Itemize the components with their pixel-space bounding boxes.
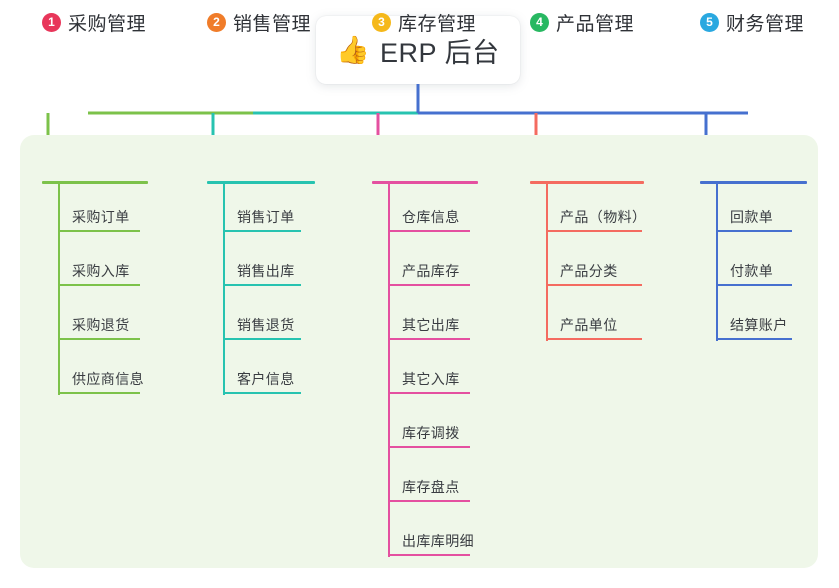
root-node-card[interactable]: 👍 ERP 后台: [316, 16, 520, 84]
branch-item-label: 回款单: [730, 209, 774, 225]
branch-item-label: 其它入库: [402, 371, 460, 387]
branch-item-label: 付款单: [730, 263, 774, 279]
branch-item-underline: [223, 392, 301, 394]
branch-item-underline: [716, 338, 792, 340]
branch-item-label: 仓库信息: [402, 209, 460, 225]
branch-item-underline: [58, 284, 140, 286]
branch-item-label: 采购退货: [72, 317, 130, 333]
branch-spine-2: [223, 183, 225, 395]
branch-underline-2: [207, 181, 315, 184]
branch-item-underline: [388, 284, 470, 286]
branch-item-underline: [58, 230, 140, 232]
branch-item-underline: [58, 338, 140, 340]
branch-item-label: 供应商信息: [72, 371, 144, 387]
branch-item-label: 库存盘点: [402, 479, 460, 495]
branch-item-underline: [388, 500, 470, 502]
branch-underline-1: [42, 181, 148, 184]
branch-header-2[interactable]: 2 销售管理: [207, 9, 311, 36]
branch-title-5: 财务管理: [726, 14, 805, 35]
branch-item-underline: [546, 284, 642, 286]
branch-badge-1: 1: [42, 13, 61, 32]
branch-item-label: 采购订单: [72, 209, 130, 225]
branch-header-5[interactable]: 5 财务管理: [700, 9, 804, 36]
branch-title-1: 采购管理: [68, 14, 147, 35]
branch-header-4[interactable]: 4 产品管理: [530, 9, 634, 36]
branch-item-label: 库存调拨: [402, 425, 460, 441]
branch-underline-5: [700, 181, 807, 184]
branch-badge-4: 4: [530, 13, 549, 32]
branch-header-3[interactable]: 3 库存管理: [372, 9, 476, 36]
branch-spine-4: [546, 183, 548, 341]
branch-item-label: 出库库明细: [402, 533, 474, 549]
branch-item-underline: [223, 284, 301, 286]
branch-badge-2: 2: [207, 13, 226, 32]
branch-item-label: 其它出库: [402, 317, 460, 333]
branch-item-underline: [546, 338, 642, 340]
branch-item-label: 销售出库: [237, 263, 295, 279]
branch-item-label: 产品（物料）: [560, 209, 647, 225]
branch-item-underline: [388, 230, 470, 232]
branch-item-underline: [388, 392, 470, 394]
branch-item-label: 产品分类: [560, 263, 618, 279]
branch-spine-1: [58, 183, 60, 395]
branch-item-underline: [388, 338, 470, 340]
branch-item-underline: [388, 554, 470, 556]
branch-underline-4: [530, 181, 644, 184]
branch-badge-3: 3: [372, 13, 391, 32]
branch-title-2: 销售管理: [233, 14, 312, 35]
branches-panel: [20, 135, 818, 568]
branch-item-label: 产品库存: [402, 263, 460, 279]
branch-spine-3: [388, 183, 390, 557]
branch-title-3: 库存管理: [398, 14, 477, 35]
branch-item-label: 产品单位: [560, 317, 618, 333]
branch-item-underline: [58, 392, 140, 394]
branch-item-underline: [388, 446, 470, 448]
root-node-title: ERP 后台: [380, 37, 500, 68]
branch-item-underline: [716, 284, 792, 286]
branch-header-1[interactable]: 1 采购管理: [42, 9, 146, 36]
branch-item-label: 销售退货: [237, 317, 295, 333]
branch-item-underline: [716, 230, 792, 232]
branch-badge-5: 5: [700, 13, 719, 32]
thumbs-up-icon: 👍: [336, 34, 371, 65]
branch-item-label: 采购入库: [72, 263, 130, 279]
branch-item-label: 销售订单: [237, 209, 295, 225]
branch-item-underline: [546, 230, 642, 232]
branch-underline-3: [372, 181, 478, 184]
branch-title-4: 产品管理: [556, 14, 635, 35]
branch-item-label: 结算账户: [730, 317, 788, 333]
branch-item-underline: [223, 338, 301, 340]
branch-spine-5: [716, 183, 718, 341]
branch-item-label: 客户信息: [237, 371, 295, 387]
branch-item-underline: [223, 230, 301, 232]
